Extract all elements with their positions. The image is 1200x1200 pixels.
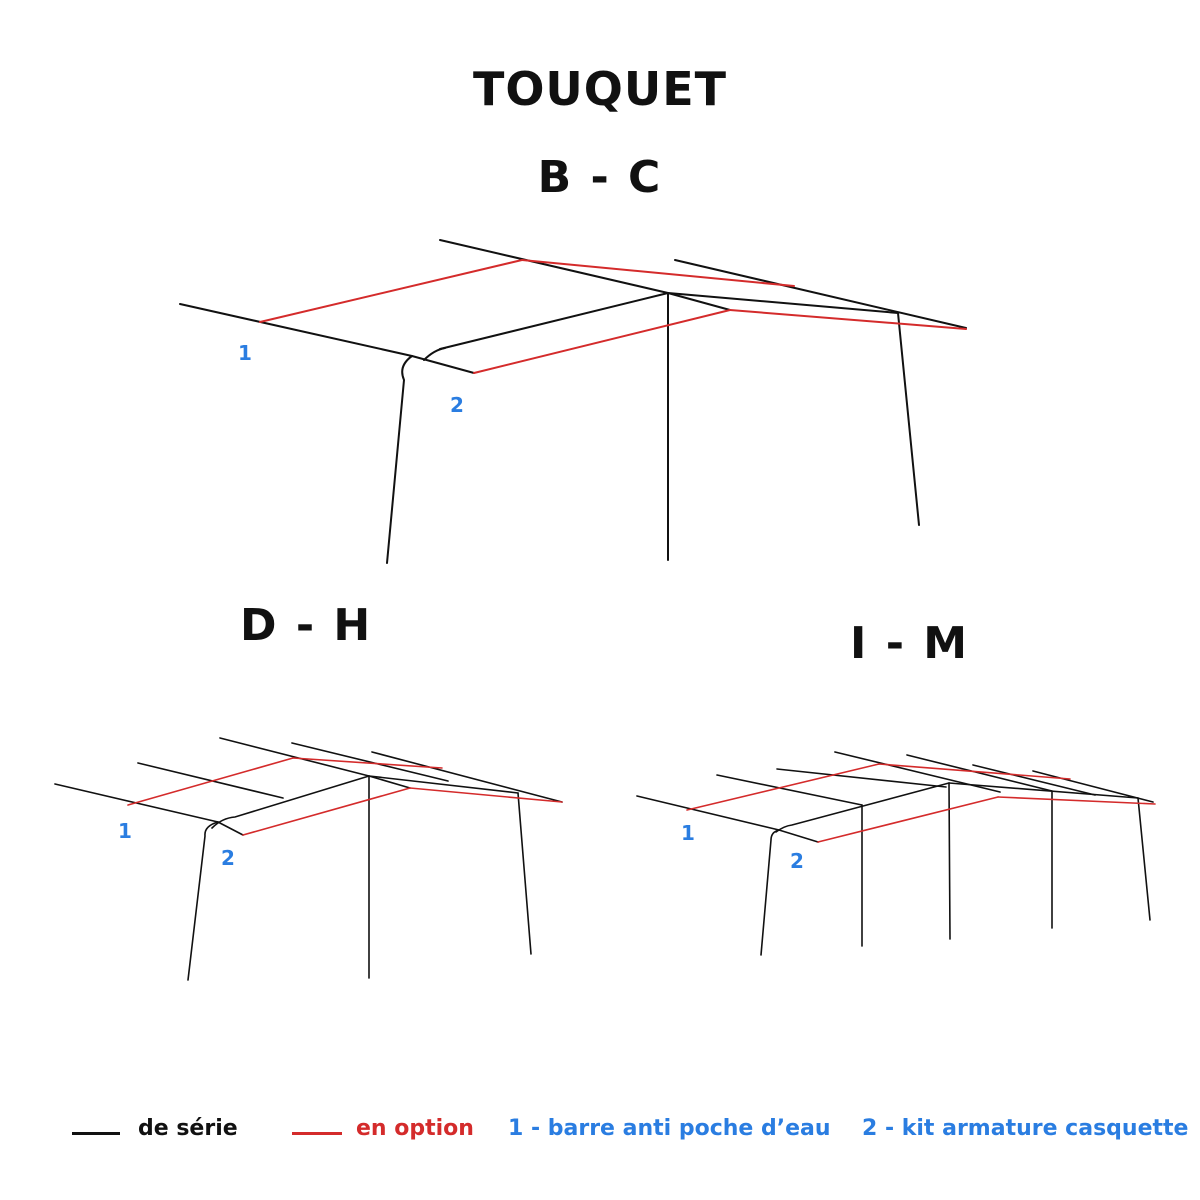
legend-standard-label: de série — [138, 1116, 238, 1141]
frame-i-m-optional — [686, 763, 1156, 843]
marker-2-d-h: 2 — [221, 846, 235, 870]
frame-b-c: 1 2 — [179, 239, 967, 564]
frame-d-h-optional — [127, 757, 563, 836]
frame-i-m-standard — [636, 751, 1154, 956]
legend-optional-label: en option — [356, 1116, 474, 1141]
legend-standard-swatch — [72, 1132, 120, 1135]
legend-optional-swatch — [292, 1132, 342, 1135]
marker-1-b-c: 1 — [238, 341, 252, 365]
model-label-b-c: B - C — [537, 152, 663, 203]
frame-b-c-optional — [259, 259, 967, 374]
marker-2-b-c: 2 — [450, 393, 464, 417]
model-label-i-m: I - M — [850, 618, 970, 669]
legend-item-2: 2 - kit armature casquette — [862, 1116, 1189, 1141]
frame-i-m: 1 2 — [636, 751, 1156, 956]
marker-2-i-m: 2 — [790, 849, 804, 873]
model-label-d-h: D - H — [240, 600, 373, 651]
legend-item-1: 1 - barre anti poche d’eau — [508, 1116, 831, 1141]
marker-1-d-h: 1 — [118, 819, 132, 843]
marker-1-i-m: 1 — [681, 821, 695, 845]
frame-b-c-standard — [179, 239, 967, 564]
frame-d-h: 1 2 — [54, 737, 563, 981]
frame-d-h-standard — [54, 737, 563, 981]
diagram-title: TOUQUET — [472, 62, 728, 116]
